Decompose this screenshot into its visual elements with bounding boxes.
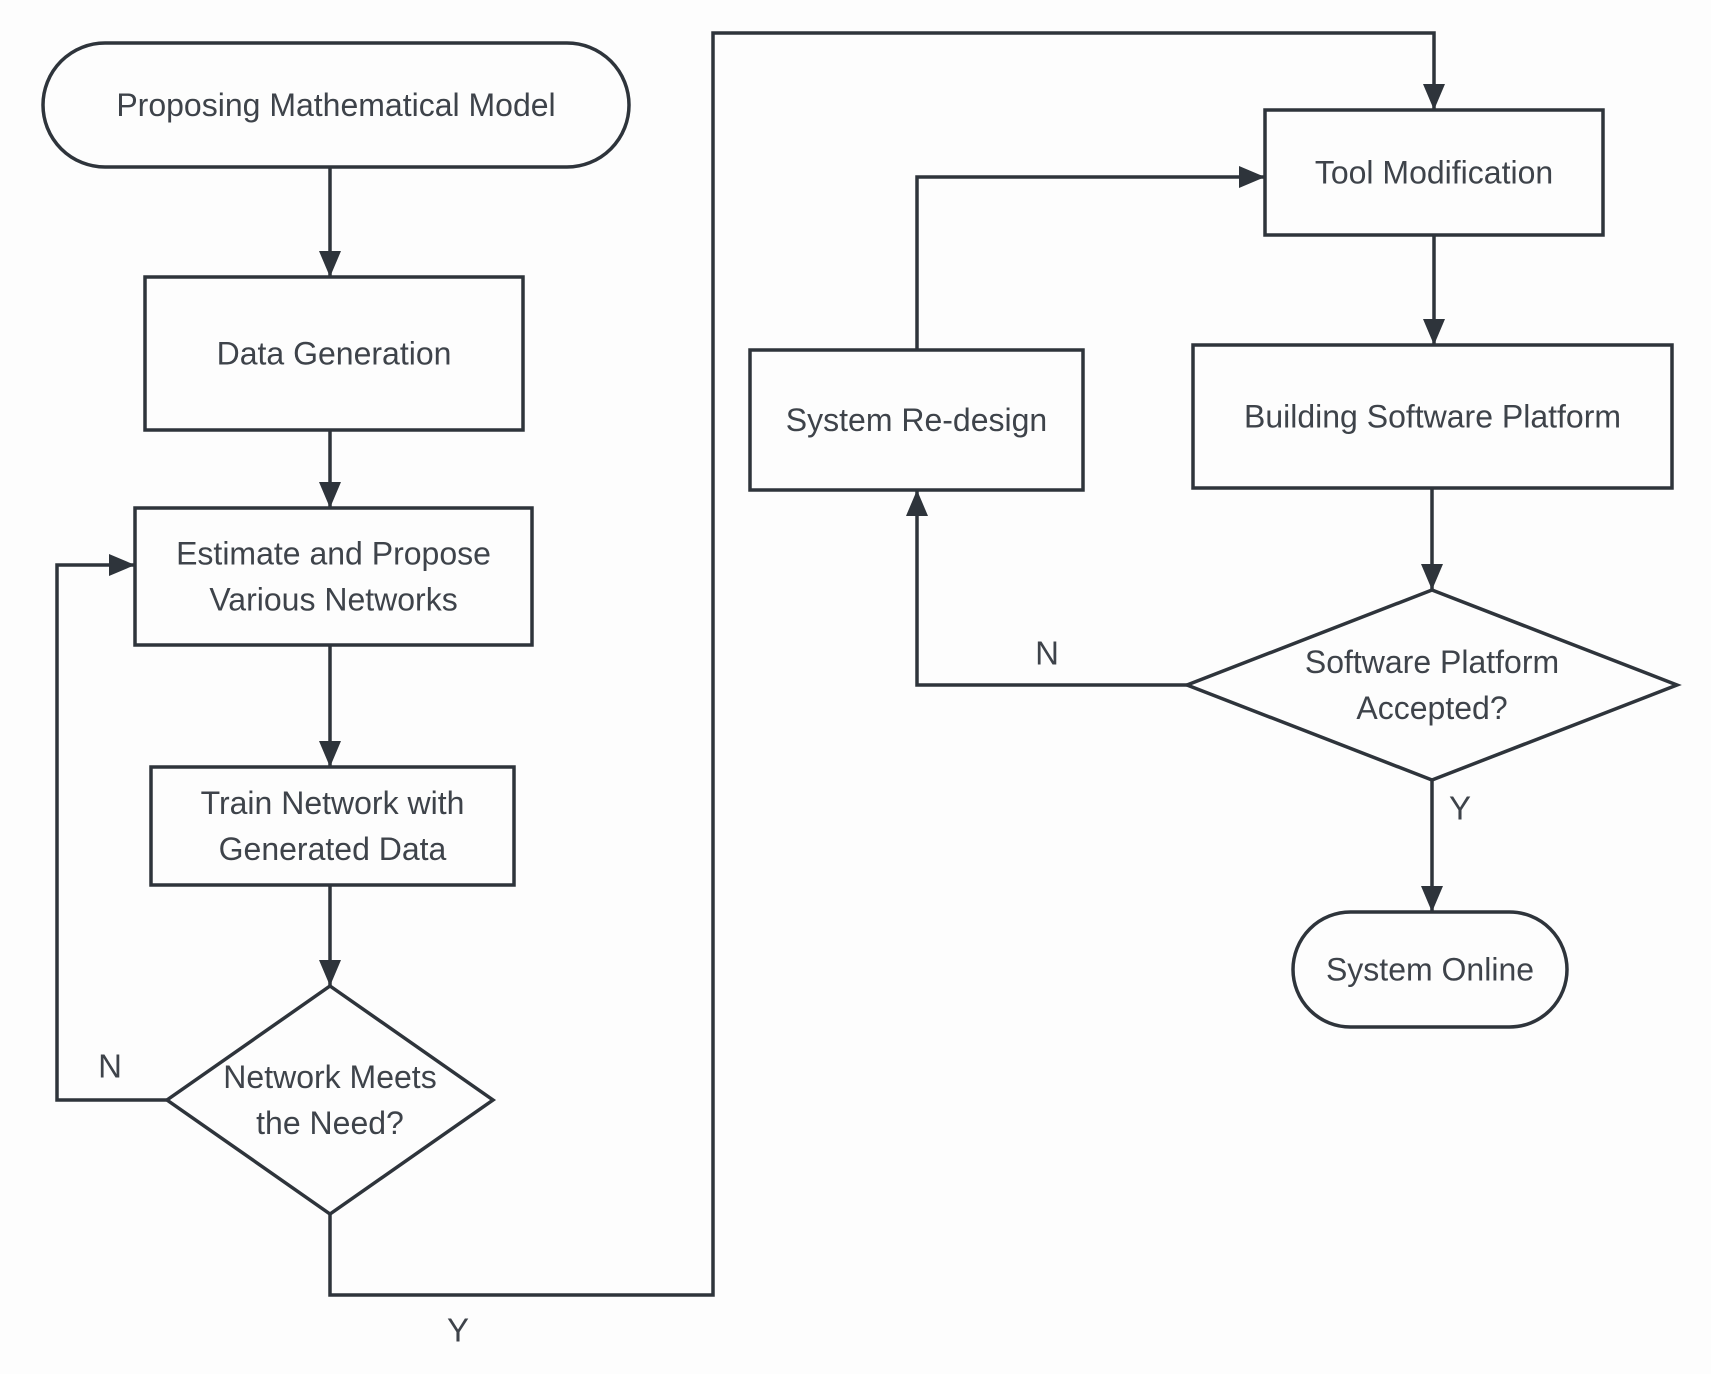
- edge-decision2-no-to-redesign: [906, 490, 1187, 687]
- edge-decision1-no-loop: [55, 554, 167, 1102]
- branch-label-n-software-platform-accepted: N: [1035, 635, 1059, 672]
- system-redesign-label: System Re-design: [786, 402, 1047, 438]
- train-network-rect-shape: [149, 765, 516, 887]
- network-meets-need-diamond-shape: [163, 983, 497, 1217]
- estimate-propose-networks-rect-shape: [133, 506, 534, 647]
- data-generation-label: Data Generation: [217, 336, 452, 372]
- system-online-stadium-shape: [1291, 910, 1569, 1029]
- node-tool-modification: Tool Modification: [1263, 108, 1605, 237]
- node-proposing-mathematical-model: Proposing Mathematical Model: [41, 41, 631, 169]
- building-software-platform-label: Building Software Platform: [1244, 399, 1621, 435]
- node-system-redesign: System Re-design: [748, 348, 1085, 492]
- tool-modification-rect-shape: [1263, 108, 1605, 237]
- proposing-mathematical-model-label: Proposing Mathematical Model: [116, 87, 555, 123]
- building-software-platform-rect-shape: [1191, 343, 1674, 490]
- node-data-generation: Data Generation: [143, 275, 525, 432]
- data-generation-rect-shape: [143, 275, 525, 432]
- branch-label-n-network-meets-need: N: [98, 1048, 122, 1085]
- node-building-software-platform: Building Software Platform: [1191, 343, 1674, 490]
- software-platform-accepted-diamond-shape: [1182, 588, 1682, 782]
- node-system-online: System Online: [1291, 910, 1569, 1029]
- branch-label-y-network-meets-need: Y: [447, 1312, 469, 1349]
- edge-decision1-yes-to-toolmod: [328, 31, 1445, 1297]
- system-redesign-rect-shape: [748, 348, 1085, 492]
- edge-redesign-to-toolmod: [915, 166, 1265, 350]
- proposing-mathematical-model-stadium-shape: [41, 41, 631, 169]
- tool-modification-label: Tool Modification: [1315, 155, 1553, 191]
- branch-label-y-software-platform-accepted: Y: [1449, 790, 1471, 827]
- system-online-label: System Online: [1326, 952, 1534, 988]
